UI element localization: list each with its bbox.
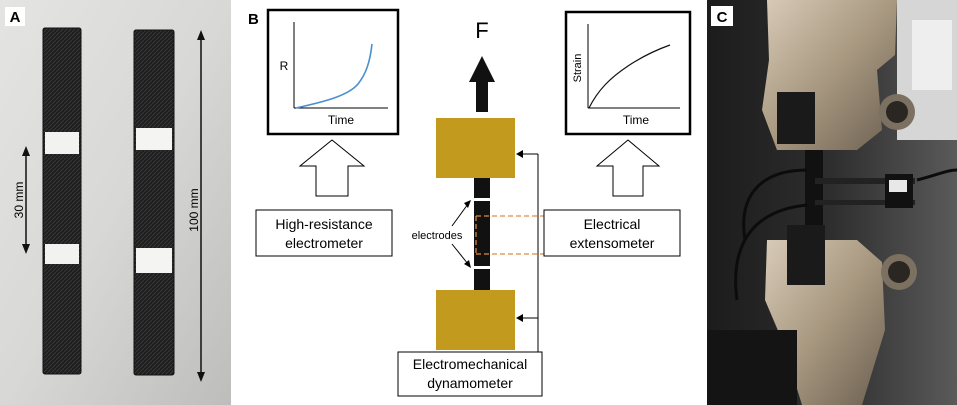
- resistance-curve: [295, 43, 373, 109]
- strain-graph-ylabel: Strain: [572, 54, 584, 83]
- dimension-100mm-arrow: [197, 30, 205, 382]
- upper-grip-photo: [762, 0, 915, 150]
- electrode-pointers: [451, 200, 471, 268]
- electrometer-label-line1: High-resistance: [275, 216, 372, 232]
- panel-a-letter: A: [10, 9, 21, 26]
- panel-b-letter: B: [248, 11, 259, 28]
- specimen-right: [133, 29, 175, 376]
- electrometer-label-line2: electrometer: [285, 235, 363, 251]
- specimen-left: [42, 27, 82, 375]
- test-machine-photo: C: [707, 0, 957, 405]
- force-label: F: [475, 18, 488, 43]
- resistance-graph-xlabel: Time: [328, 113, 355, 127]
- panel-c-photo: C: [707, 0, 957, 405]
- dynamometer-box: Electromechanical dynamometer: [397, 351, 543, 397]
- electrometer-output-arrow: [298, 139, 366, 197]
- extensometer-box: Electrical extensometer: [543, 209, 681, 257]
- dynamometer-feedback-line: [516, 150, 539, 352]
- dimension-100mm-label: 100 mm: [187, 188, 201, 231]
- panel-b-schematic: B R Time Strain Time: [238, 0, 704, 405]
- electrode-upper: [474, 198, 490, 201]
- strain-graph: Strain Time: [564, 10, 692, 136]
- extensometer-guide: [475, 215, 550, 255]
- electrodes-label: electrodes: [412, 230, 463, 242]
- electrode-lower: [474, 266, 490, 269]
- dynamometer-label-line2: dynamometer: [427, 375, 513, 391]
- dimension-30mm-label: 30 mm: [12, 182, 26, 219]
- dynamometer-label-line1: Electromechanical: [413, 356, 527, 372]
- extensometer-output-arrow: [595, 139, 661, 197]
- strain-graph-xlabel: Time: [623, 113, 650, 127]
- specimen-photo: 30 mm 100 mm A: [0, 0, 231, 405]
- resistance-graph: R Time: [266, 8, 400, 136]
- force-arrow: [469, 56, 495, 112]
- electrometer-box: High-resistance electrometer: [255, 209, 393, 257]
- strain-curve: [588, 44, 671, 109]
- specimen: [474, 178, 490, 290]
- lower-grip: [436, 290, 515, 350]
- specimen-photo-part: [805, 150, 823, 240]
- setup-schematic: B R Time Strain Time: [248, 8, 692, 397]
- resistance-graph-ylabel: R: [280, 59, 289, 73]
- upper-grip: [436, 118, 515, 178]
- panel-c-letter: C: [717, 9, 728, 26]
- dimension-30mm-arrow: [22, 146, 30, 254]
- extensometer-label-line1: Electrical: [584, 216, 641, 232]
- extensometer-label-line2: extensometer: [570, 235, 655, 251]
- panel-a-photo: 30 mm 100 mm A: [0, 0, 231, 405]
- extensometer-arm: [815, 178, 915, 184]
